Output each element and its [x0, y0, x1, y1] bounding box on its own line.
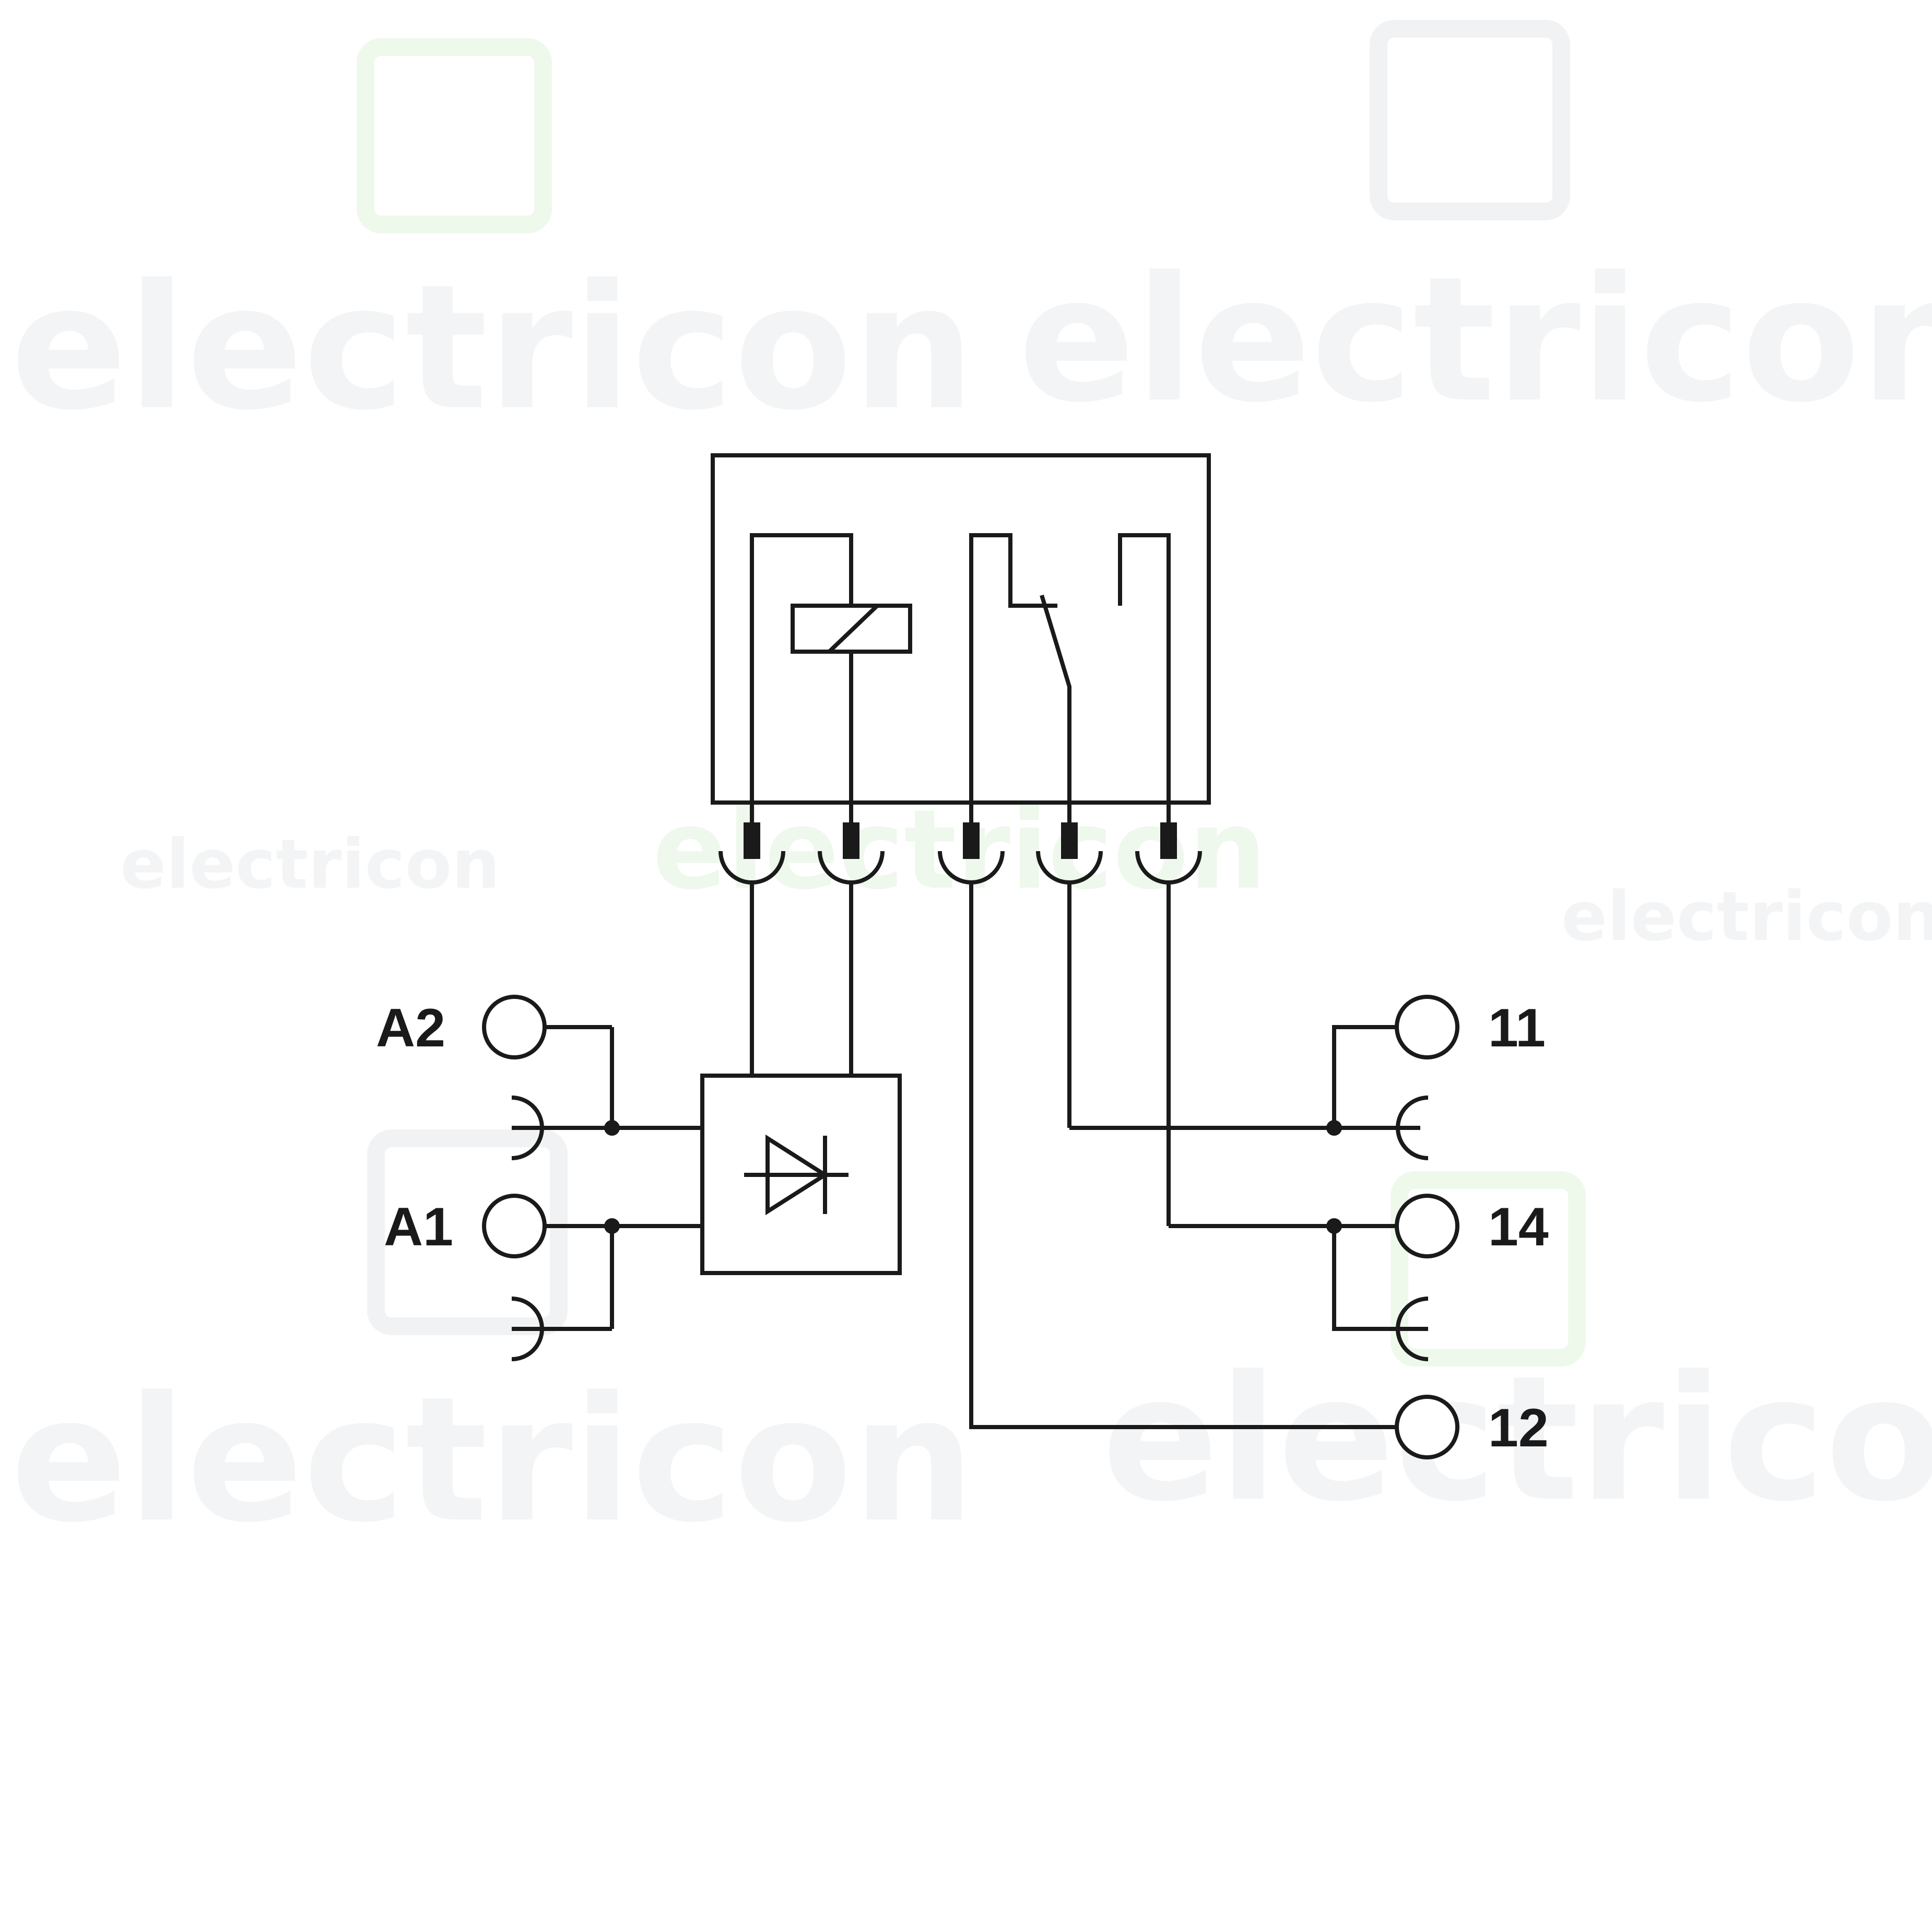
watermark-text: electricon	[1561, 877, 1932, 956]
pin	[744, 822, 760, 859]
junction-dot	[604, 1218, 620, 1234]
watermark-logo-icon	[1391, 1171, 1586, 1366]
diode-module-box	[700, 1074, 902, 1275]
relay-housing	[711, 453, 1211, 805]
relay-coil	[750, 533, 912, 849]
pin	[1160, 822, 1177, 859]
watermark-text: electricon	[10, 1360, 975, 1560]
terminal-14	[1395, 1194, 1459, 1258]
terminal-11	[1395, 995, 1459, 1059]
terminal-12	[1395, 1395, 1459, 1459]
watermark-text: electricon	[120, 824, 500, 904]
coil-diagonal	[828, 604, 879, 653]
label-11: 11	[1488, 998, 1546, 1058]
label-12: 12	[1488, 1398, 1549, 1458]
wire	[1332, 1025, 1399, 1128]
watermark-text: electricon	[1102, 1339, 1932, 1539]
socket-icon	[511, 1095, 544, 1160]
socket-icon	[1396, 1297, 1429, 1361]
watermark-logo-icon	[1370, 20, 1570, 220]
wire	[969, 882, 1399, 1429]
socket-icon	[511, 1297, 544, 1361]
label-a2: A2	[376, 998, 445, 1058]
watermark-text: electricon	[10, 248, 975, 448]
pin	[1061, 822, 1078, 859]
watermark-logo-icon	[367, 1129, 568, 1335]
contact-blade	[1040, 594, 1071, 849]
pin	[843, 822, 859, 859]
socket-icon	[1396, 1095, 1429, 1160]
terminal-a1	[482, 1194, 547, 1258]
coil-terminals: A2 A1	[376, 995, 702, 1361]
junction-dot	[604, 1120, 620, 1136]
label-a1: A1	[384, 1197, 453, 1257]
contact-terminals: 11 14 12	[969, 882, 1549, 1459]
pin	[963, 822, 980, 859]
junction-dot	[1326, 1120, 1342, 1136]
diode-icon	[765, 1134, 829, 1216]
watermark-logo-icon	[357, 38, 552, 233]
watermark-text: electricon	[1018, 240, 1932, 440]
label-14: 14	[1488, 1197, 1549, 1257]
no-contact	[1118, 533, 1171, 849]
diode-module	[700, 1074, 902, 1275]
coil-wire	[750, 533, 853, 849]
junction-dot	[1326, 1218, 1342, 1234]
terminal-a2	[482, 995, 547, 1059]
changeover-contact	[969, 533, 1171, 849]
nc-contact	[969, 533, 1057, 849]
